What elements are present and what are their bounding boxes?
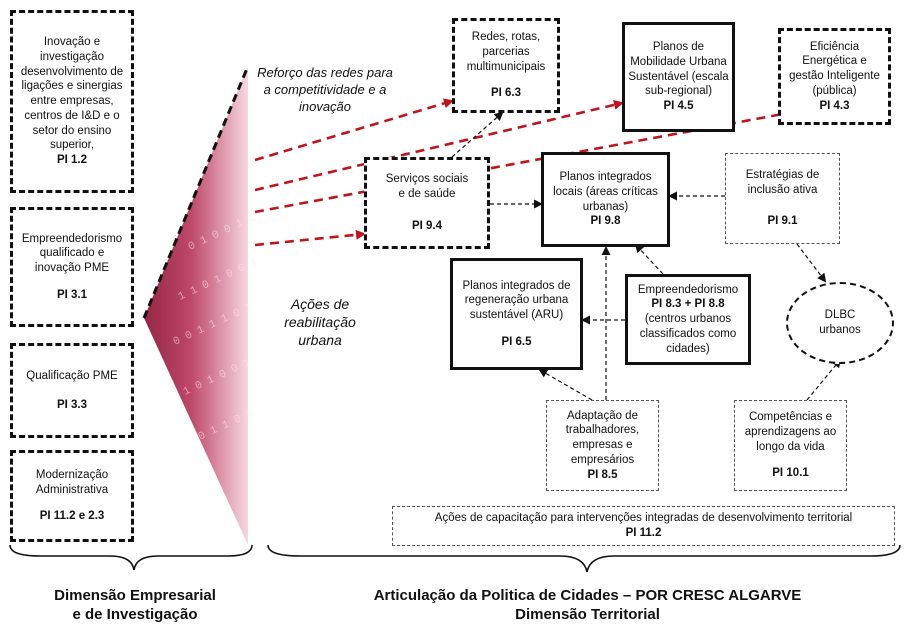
arrow-to-redes [254, 98, 454, 162]
box-modernizacao: Modernização Administrativa PI 11.2 e 2.… [10, 450, 134, 542]
conn-servicos-redes [451, 111, 504, 158]
box-estrategias-pi: PI 9.1 [767, 214, 798, 227]
wedge-top-edge [142, 65, 250, 319]
box-competencias-text: Competências e aprendizagens ao longo da… [744, 411, 837, 453]
box-mobilidade-text: Planos de Mobilidade Urbana Sustentável … [628, 41, 729, 98]
footer-left-line2: e de Investigação [72, 605, 198, 623]
box-empreendedorismo-pme-pi: PI 3.1 [56, 288, 88, 301]
box-eficiencia-text: Eficiência Energética e gestão Inteligen… [789, 40, 880, 97]
box-competencias-pi: PI 10.1 [772, 467, 809, 480]
box-planos-locais-pi: PI 9.8 [590, 215, 621, 228]
box-qualificacao: Qualificação PME PI 3.3 [10, 343, 134, 438]
box-qualificacao-pi: PI 3.3 [56, 398, 88, 411]
box-adaptacao: Adaptação de trabalhadores, empresas e e… [546, 400, 659, 491]
box-inovacao-text: Inovação e investigação desenvolvimento … [20, 36, 124, 152]
conn-estrategias-dlbc [796, 243, 827, 283]
box-eficiencia: Eficiência Energética e gestão Inteligen… [778, 28, 891, 125]
box-redes-text: Redes, rotas, parcerias multimunicipais [466, 31, 546, 73]
box-estrategias: Estratégias de inclusão ativa PI 9.1 [725, 153, 840, 244]
box-inovacao-pi: PI 1.2 [56, 154, 88, 167]
box-capacitacao-pi: PI 11.2 [625, 527, 662, 539]
right-brace [267, 544, 901, 573]
label-reforco-redes: Reforço das redes para a competitividade… [257, 65, 393, 114]
box-regeneracao-text: Planos integrados de regeneração urbana … [462, 279, 571, 321]
box-empreendedorismo-text: (centros urbanos classificados como cida… [639, 313, 737, 355]
label-acoes-reabilitacao: Ações de reabilitação urbana [284, 296, 356, 349]
box-inovacao: Inovação e investigação desenvolvimento … [10, 10, 134, 193]
box-modernizacao-text: Modernização Administrativa [35, 468, 109, 496]
box-empreendedorismo-pi: PI 8.3 + PI 8.8 [651, 298, 725, 311]
box-capacitacao: Ações de capacitação para intervenções i… [392, 506, 895, 546]
box-planos-locais-text: Planos integrados locais (áreas críticas… [553, 171, 658, 213]
wedge-graphic [144, 66, 248, 545]
arrow-to-servicos [254, 229, 366, 247]
box-regeneracao: Planos integrados de regeneração urbana … [450, 258, 583, 370]
box-modernizacao-pi: PI 11.2 e 2.3 [39, 510, 105, 523]
box-dlbc-text: DLBC urbanos [819, 309, 861, 336]
box-planos-locais: Planos integrados locais (áreas críticas… [541, 152, 670, 247]
footer-left: Dimensão Empresarial e de Investigação [10, 587, 260, 625]
box-mobilidade-pi: PI 4.5 [663, 100, 694, 113]
box-redes-pi: PI 6.3 [490, 87, 522, 100]
box-eficiencia-pi: PI 4.3 [819, 99, 850, 112]
footer-right-line2: Dimensão Territorial [515, 605, 660, 623]
conn-competencias-dlbc [806, 358, 842, 401]
box-competencias: Competências e aprendizagens ao longo da… [734, 400, 847, 491]
box-dlbc: DLBC urbanos [786, 282, 894, 364]
box-qualificacao-text: Qualificação PME [26, 369, 118, 382]
conn-adaptacao-regen [538, 369, 593, 401]
footer-right-line1: Articulação da Politica de Cidades – POR… [373, 587, 802, 604]
arrow-to-mobilidade [254, 99, 624, 192]
box-adaptacao-pi: PI 8.5 [587, 468, 618, 481]
conn-empreend-planos [634, 243, 664, 275]
box-servicos-text: Serviços sociais e de saúde [385, 172, 469, 200]
box-regeneracao-pi: PI 6.5 [501, 335, 532, 348]
box-estrategias-text: Estratégias de inclusão ativa [745, 169, 820, 197]
box-empreendedorismo-title: Empreendedorismo [637, 283, 739, 296]
box-empreendedorismo: Empreendedorismo PI 8.3 + PI 8.8 (centro… [625, 274, 751, 365]
box-servicos-pi: PI 9.4 [411, 220, 443, 233]
footer-left-line1: Dimensão Empresarial [54, 587, 216, 604]
box-capacitacao-text: Ações de capacitação para intervenções i… [434, 512, 853, 525]
box-mobilidade: Planos de Mobilidade Urbana Sustentável … [622, 22, 735, 132]
box-redes: Redes, rotas, parcerias multimunicipais … [452, 18, 560, 113]
footer-right: Articulação da Politica de Cidades – POR… [300, 587, 875, 625]
box-empreendedorismo-pme: Empreendedorismo qualificado e inovação … [10, 207, 134, 327]
box-servicos: Serviços sociais e de saúde PI 9.4 [364, 157, 490, 249]
left-brace [9, 544, 253, 571]
box-empreendedorismo-pme-text: Empreendedorismo qualificado e inovação … [21, 232, 123, 274]
box-adaptacao-text: Adaptação de trabalhadores, empresas e e… [565, 409, 640, 466]
